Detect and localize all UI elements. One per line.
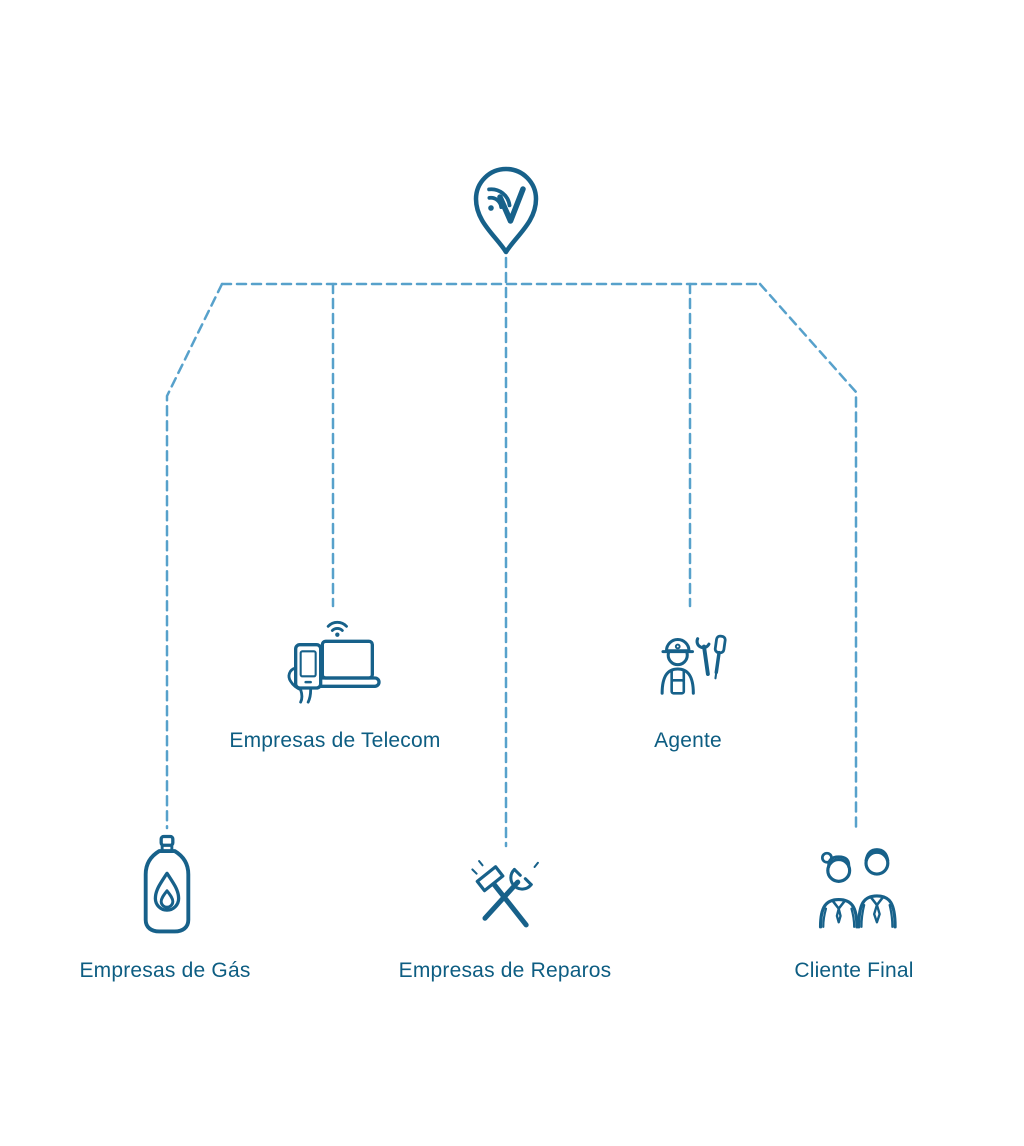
connector-right-branch bbox=[758, 282, 858, 830]
connector-left-branch bbox=[165, 282, 224, 830]
node-label-telecom: Empresas de Telecom bbox=[229, 729, 441, 752]
node-label-gas: Empresas de Gás bbox=[79, 959, 251, 982]
brand-pin-wifi-logo bbox=[473, 166, 539, 255]
node-label-cliente: Cliente Final bbox=[794, 959, 914, 982]
wifi-dot bbox=[488, 205, 494, 211]
customers-icon bbox=[818, 848, 897, 929]
telecom-devices-icon bbox=[287, 621, 381, 704]
crossed-tools-icon bbox=[471, 860, 539, 928]
node-label-agente: Agente bbox=[654, 729, 722, 752]
node-label-reparos: Empresas de Reparos bbox=[398, 959, 612, 982]
gas-cylinder-icon bbox=[143, 834, 191, 934]
technician-icon bbox=[660, 634, 727, 695]
